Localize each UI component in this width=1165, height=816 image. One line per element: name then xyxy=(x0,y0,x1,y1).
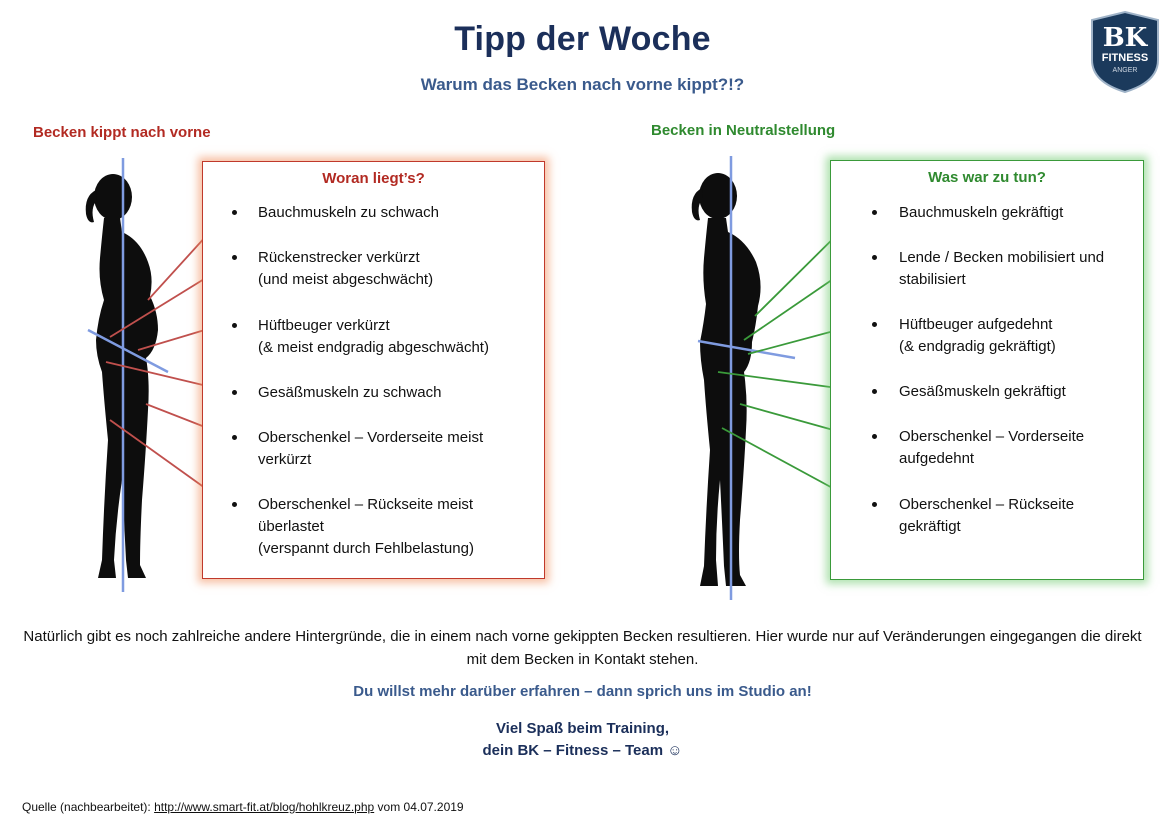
left-info-box: Woran liegt’s? Bauchmuskeln zu schwach R… xyxy=(202,161,545,579)
left-item-2: Rückenstrecker verkürzt (und meist abges… xyxy=(258,249,434,288)
signoff: Viel Spaß beim Training, dein BK – Fitne… xyxy=(0,718,1165,762)
right-item-1: Bauchmuskeln gekräftigt xyxy=(899,204,1064,221)
source-label: Quelle (nachbearbeitet): xyxy=(22,800,155,814)
bullet xyxy=(232,255,237,260)
bullet xyxy=(872,210,877,215)
right-silhouette xyxy=(691,173,761,586)
left-silhouette xyxy=(85,174,158,578)
right-item-3: Hüftbeuger aufgedehnt (& endgradig gekrä… xyxy=(899,316,1056,355)
logo-text-fitness: FITNESS xyxy=(1102,52,1148,64)
left-pelvis-line xyxy=(87,328,169,374)
bullet xyxy=(872,255,877,260)
bullet xyxy=(232,210,237,215)
logo-text-bk: BK xyxy=(1103,23,1149,53)
left-item-4: Gesäßmuskeln zu schwach xyxy=(258,384,442,401)
right-item-4: Gesäßmuskeln gekräftigt xyxy=(899,383,1066,400)
source-suffix: vom 04.07.2019 xyxy=(374,800,464,814)
bullet xyxy=(872,502,877,507)
right-box-title: Was war zu tun? xyxy=(928,169,1046,186)
right-info-box: Was war zu tun? Bauchmuskeln gekräftigt … xyxy=(830,160,1144,580)
bullet xyxy=(232,502,237,507)
left-item-6: Oberschenkel – Rückseite meist überlaste… xyxy=(258,496,474,557)
page-title: Tipp der Woche xyxy=(454,20,711,58)
bullet xyxy=(232,435,237,440)
left-item-1: Bauchmuskeln zu schwach xyxy=(258,204,439,221)
right-pelvis-line xyxy=(697,339,796,360)
right-item-5: Oberschenkel – Vorderseite aufgedehnt xyxy=(899,428,1085,467)
bullet xyxy=(232,323,237,328)
left-heading: Becken kippt nach vorne xyxy=(33,124,211,141)
bullet xyxy=(872,434,877,439)
bullet xyxy=(872,389,877,394)
logo-text-anger: ANGER xyxy=(1113,67,1138,74)
left-box-title: Woran liegt’s? xyxy=(322,170,425,187)
signoff-line-1: Viel Spaß beim Training, xyxy=(495,720,670,737)
explanation-paragraph: Natürlich gibt es noch zahlreiche andere… xyxy=(23,628,1142,668)
bk-fitness-logo: BK FITNESS ANGER xyxy=(1091,10,1159,94)
right-item-6: Oberschenkel – Rückseite gekräftigt xyxy=(899,496,1075,535)
right-heading: Becken in Neutralstellung xyxy=(651,122,836,139)
left-item-5: Oberschenkel – Vorderseite meist verkürz… xyxy=(258,429,484,468)
page-subtitle: Warum das Becken nach vorne kippt?!? xyxy=(420,75,745,94)
source-citation: Quelle (nachbearbeitet): http://www.smar… xyxy=(22,800,464,814)
left-item-3: Hüftbeuger verkürzt (& meist endgradig a… xyxy=(258,317,489,356)
source-link[interactable]: http://www.smart-fit.at/blog/hohlkreuz.p… xyxy=(154,800,375,814)
bullet xyxy=(232,390,237,395)
right-item-2: Lende / Becken mobilisiert und stabilisi… xyxy=(899,249,1105,288)
call-to-action: Du willst mehr darüber erfahren – dann s… xyxy=(353,683,812,700)
signoff-line-2: dein BK – Fitness – Team ☺ xyxy=(482,742,683,759)
bullet xyxy=(872,322,877,327)
